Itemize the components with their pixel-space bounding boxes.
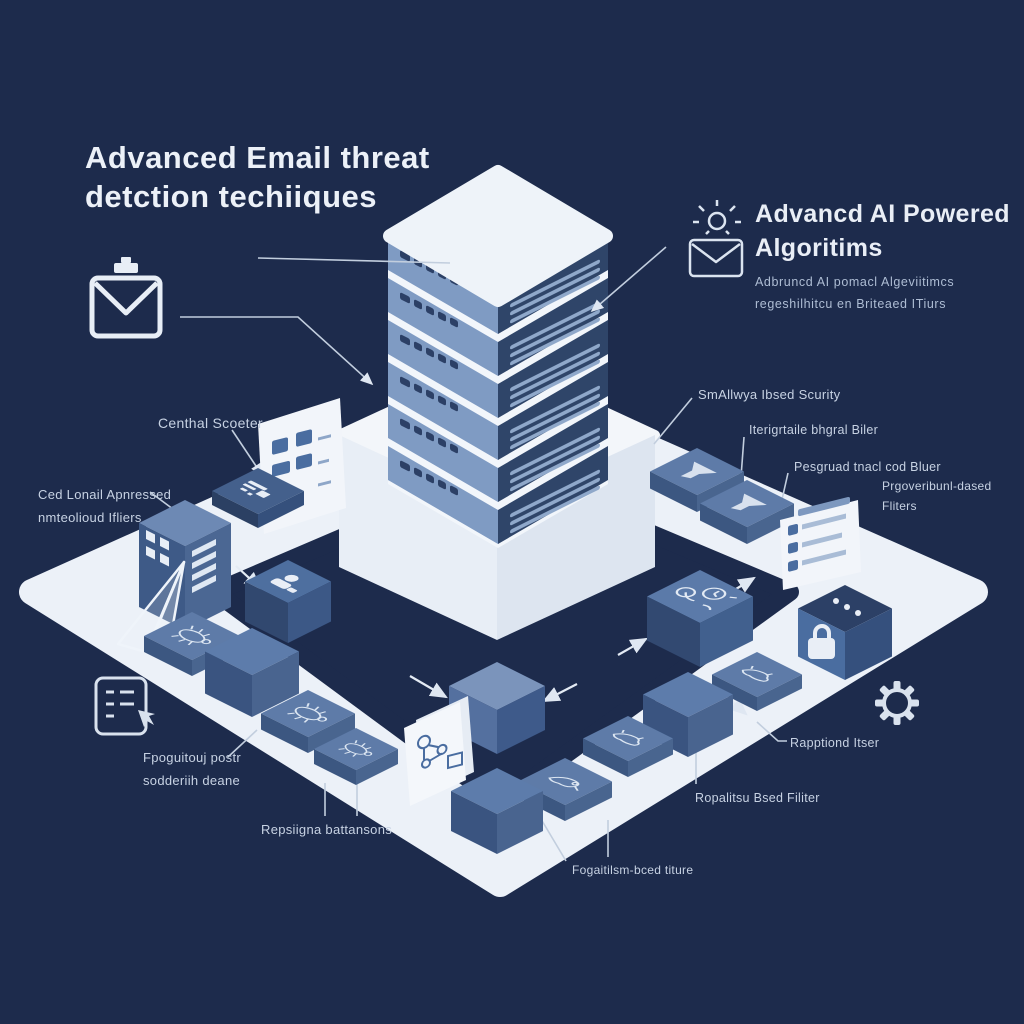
label-fingerprint-line2: sodderiih deane xyxy=(143,773,241,788)
gear-icon xyxy=(875,681,919,725)
mid-right-cube xyxy=(643,672,733,757)
label-fingerprint: Fpoguitouj postr sodderiih deane xyxy=(143,746,241,792)
bug-tile-2 xyxy=(261,690,355,753)
molecule-cards xyxy=(404,696,474,806)
label-behavioral-line1: Prgoveribunl-dased xyxy=(882,479,992,493)
label-behavioral-line2: Fliters xyxy=(882,499,917,513)
scribble-tile-right xyxy=(712,652,802,711)
right-callout-heading-line2: Algoritims xyxy=(755,234,883,262)
label-left-filter-line2: nmteolioud Ifliers xyxy=(38,510,142,525)
right-callout-sub-line2: regeshilhitcu en Briteaed ITiurs xyxy=(755,297,947,311)
label-central-scanner: Centhal Scoeter xyxy=(158,415,263,431)
scanner-tile xyxy=(212,468,304,528)
funnel-tile-2 xyxy=(700,480,794,544)
right-callout-heading: Advancd AI Powered Algoritims xyxy=(755,197,1010,265)
label-reputation-laser: Rapptiond Itser xyxy=(790,736,880,750)
checklist-hand-icon xyxy=(94,676,155,736)
label-behavioral-filters: Prgoveribunl-dased Fliters xyxy=(882,476,991,516)
padlock-icon xyxy=(808,624,835,659)
label-fingerprint-line1: Fpoguitouj postr xyxy=(143,750,242,765)
analysis-cube xyxy=(647,570,753,667)
identity-cube xyxy=(245,560,331,643)
lock-cube xyxy=(798,585,892,680)
label-integral-filter: Iterigrtaile bhgral Biler xyxy=(749,423,879,437)
right-callout-heading-line1: Advancd AI Powered xyxy=(755,200,1010,228)
label-password-filter: Pesgruad tnacl cod Bluer xyxy=(794,460,941,474)
stamped-envelope-icon xyxy=(89,257,163,339)
label-signature-patterns: Repsiigna battansons xyxy=(261,822,393,837)
bottom-cube xyxy=(451,768,543,854)
label-reputation-filter: Ropalitsu Bsed Filiter xyxy=(695,791,820,805)
right-callout-sub-line1: Adbruncd AI pomacl Algeviitimcs xyxy=(755,275,955,289)
label-signature-security: SmAllwya Ibsed Scurity xyxy=(698,387,841,402)
page-title-line1: Advanced Email threat xyxy=(85,140,430,175)
page-title-line2: detction techiiques xyxy=(85,179,377,214)
label-algorithm-filter: Fogaitilsm-bced titure xyxy=(572,863,694,877)
email-idea-icon xyxy=(688,200,744,278)
bug-tile-3 xyxy=(314,728,398,785)
page-title: Advanced Email threat detction techiique… xyxy=(85,138,430,216)
plain-cube-left xyxy=(205,628,299,717)
filter-card-right xyxy=(780,496,861,590)
server-tower xyxy=(383,165,613,548)
clock-doodle-icon xyxy=(675,587,738,611)
label-left-filter-line1: Ced Lonail Apnressed xyxy=(38,487,172,502)
dog-tile xyxy=(583,716,673,777)
right-callout-subtext: Adbruncd AI pomacl Algeviitimcs regeshil… xyxy=(755,271,954,315)
label-left-filter: Ced Lonail Apnressed nmteolioud Ifliers xyxy=(38,483,171,529)
